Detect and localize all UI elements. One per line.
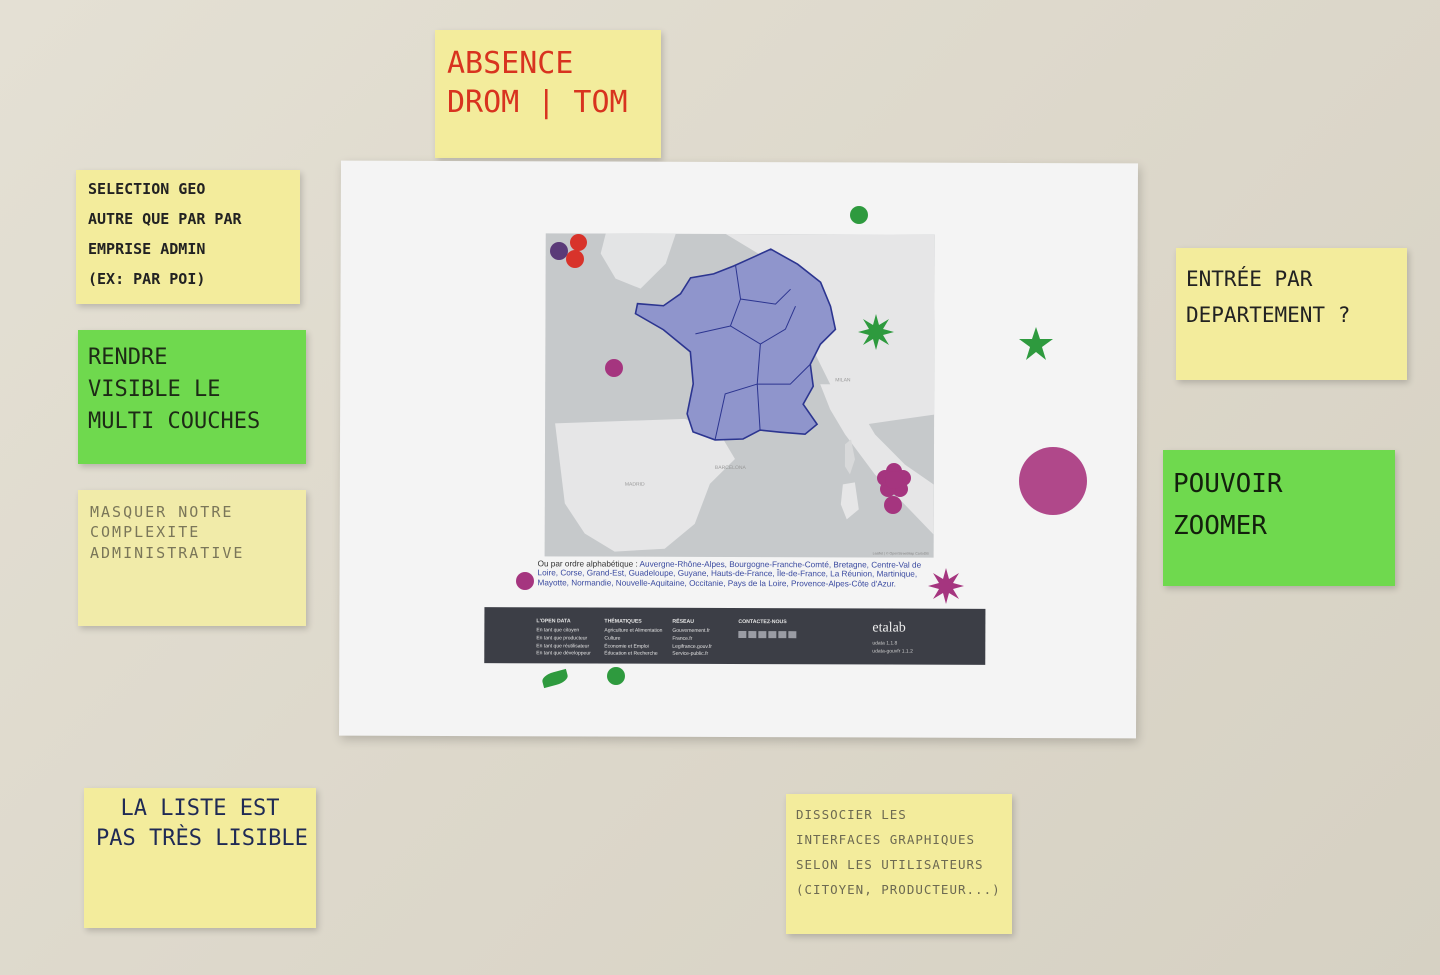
facebook-icon[interactable]: [748, 631, 757, 639]
site-footer: L'OPEN DATA En tant que citoyen En tant …: [484, 607, 986, 665]
green-dot-sticker: [850, 206, 868, 224]
sticky-note-multi-couches: Rendre visible le multi couches: [78, 330, 306, 464]
note-line: DISSOCIER LES: [796, 807, 907, 822]
note-line: PAS TRÈS LISIBLE: [96, 825, 308, 851]
green-starburst-sticker: [858, 314, 894, 350]
note-line: (CITOYEN, PRODUCTEUR...): [796, 882, 1001, 897]
red-dot-sticker: [570, 234, 587, 251]
note-line: COMPLEXITE: [90, 523, 201, 542]
sticky-note-selection-geo: SELECTION GEO AUTRE QUE par PAR EMPRISE …: [76, 170, 300, 304]
note-line: (EX: PAR POI): [88, 270, 206, 288]
footer-column-reseau: RÉSEAU Gouvernement.fr France.fr Legifra…: [672, 618, 712, 659]
footer-column-thematiques: THÉMATIQUES Agriculture et Alimentation …: [604, 618, 662, 659]
footer-column-open-data: L'OPEN DATA En tant que citoyen En tant …: [536, 617, 591, 658]
rss-icon[interactable]: [788, 631, 797, 639]
footer-heading: RÉSEAU: [672, 618, 695, 625]
note-line: visible le: [88, 376, 221, 402]
footer-link[interactable]: Legifrance.gouv.fr: [672, 643, 712, 650]
large-purple-dot-sticker: [1019, 447, 1087, 515]
corsica-island: [844, 439, 855, 475]
note-line: DEPARTEMENT ?: [1186, 302, 1351, 327]
map-attribution: Leaflet | © OpenStreetMap CartoDB: [873, 551, 930, 555]
footer-heading: CONTACTEZ-NOUS: [738, 619, 787, 626]
note-line: SELECTION GEO: [88, 180, 206, 198]
caption-label: Ou par ordre alphabétique :: [537, 559, 638, 569]
note-line: ABSENCE: [447, 46, 574, 81]
region-borders: [695, 265, 811, 441]
purple-flower-sticker: [877, 463, 911, 497]
github-icon[interactable]: [768, 631, 777, 639]
version-line: udata-gouvfr 1.1.2: [872, 647, 913, 655]
map-drawing: BARCELONA MADRID MILAN Leaflet | © OpenS…: [544, 233, 935, 558]
note-line: ENTRÉE PAR: [1186, 267, 1313, 291]
sticky-note-entree-departement: ENTRÉE PAR DEPARTEMENT ?: [1176, 248, 1407, 380]
sticky-note-pouvoir-zoomer: POUVOIR ZOOMER: [1163, 450, 1395, 586]
social-icons: [738, 628, 798, 642]
footer-link[interactable]: En tant que réutilisateur: [536, 642, 590, 650]
etalab-logo: etalab: [872, 620, 906, 636]
note-line: MASQUER NOTRE: [90, 503, 234, 521]
sticky-note-masquer-complexite: MASQUER NOTRE COMPLEXITE ADMINISTRATIVE: [78, 490, 306, 626]
map-label-barcelona: BARCELONA: [715, 465, 747, 471]
purple-dot-sticker: [605, 359, 623, 377]
region-list-caption: Ou par ordre alphabétique : Auvergne-Rhô…: [538, 559, 933, 589]
footer-link[interactable]: En tant que producteur: [536, 635, 588, 642]
printed-poster: BARCELONA MADRID MILAN Leaflet | © OpenS…: [338, 160, 1139, 739]
footer-column-contact: CONTACTEZ-NOUS: [738, 618, 798, 642]
purple-starburst-sticker: [928, 568, 964, 604]
footer-link[interactable]: Gouvernement.fr: [672, 627, 710, 634]
footer-link[interactable]: Service-public.fr: [672, 651, 709, 658]
footer-link[interactable]: France.fr: [672, 635, 693, 642]
footer-link[interactable]: En tant que développeur: [536, 650, 591, 657]
map-label-madrid: MADRID: [625, 482, 645, 488]
red-dot-sticker: [566, 250, 584, 268]
footer-heading: THÉMATIQUES: [604, 618, 642, 625]
footer-heading: L'OPEN DATA: [536, 618, 571, 625]
footer-link[interactable]: Agriculture et Alimentation: [604, 627, 663, 634]
google-plus-icon[interactable]: [758, 631, 767, 639]
linkedin-icon[interactable]: [778, 631, 787, 639]
note-line: LA LISTE EST: [120, 796, 280, 821]
uk-landmass: [600, 233, 676, 289]
sticky-note-liste-lisible: LA LISTE EST PAS TRÈS LISIBLE: [84, 788, 316, 928]
note-line: SELON LES UTILISATEURS: [796, 857, 984, 872]
sticky-note-dissocier-interfaces: DISSOCIER LES INTERFACES GRAPHIQUES SELO…: [786, 794, 1012, 934]
italy-landmass: [820, 384, 934, 535]
version-info: udata 1.1.8 udata-gouvfr 1.1.2: [872, 640, 913, 655]
green-star-sticker: [1019, 327, 1053, 360]
note-line: EMPRISE ADMIN: [88, 240, 206, 258]
spain-landmass: [555, 418, 735, 552]
sardinia-island: [840, 482, 859, 520]
purple-dot-sticker: [884, 496, 902, 514]
note-line: AUTRE QUE par PAR: [88, 210, 242, 228]
note-line: multi couches: [88, 408, 261, 434]
map-image: BARCELONA MADRID MILAN Leaflet | © OpenS…: [544, 233, 935, 558]
note-line: INTERFACES GRAPHIQUES: [796, 832, 976, 847]
footer-link[interactable]: Éducation et Recherche: [604, 650, 658, 658]
version-line: udata 1.1.8: [872, 640, 898, 647]
footer-link[interactable]: Culture: [604, 635, 621, 642]
note-line: ZOOMER: [1173, 510, 1267, 541]
purple-dot-sticker: [516, 572, 534, 590]
map-label-milan: MILAN: [835, 377, 851, 383]
note-line: ADMINISTRATIVE: [90, 543, 245, 562]
purple-dot-sticker: [550, 242, 568, 260]
sticky-note-absence-drom-tom: ABSENCE DROM | TOM: [435, 30, 661, 158]
twitter-icon[interactable]: [738, 631, 747, 639]
footer-link[interactable]: En tant que citoyen: [536, 627, 580, 634]
note-line: Rendre: [88, 345, 168, 370]
green-dot-sticker: [607, 667, 625, 685]
note-line: POUVOIR: [1173, 469, 1283, 499]
note-line: DROM | TOM: [447, 85, 628, 120]
